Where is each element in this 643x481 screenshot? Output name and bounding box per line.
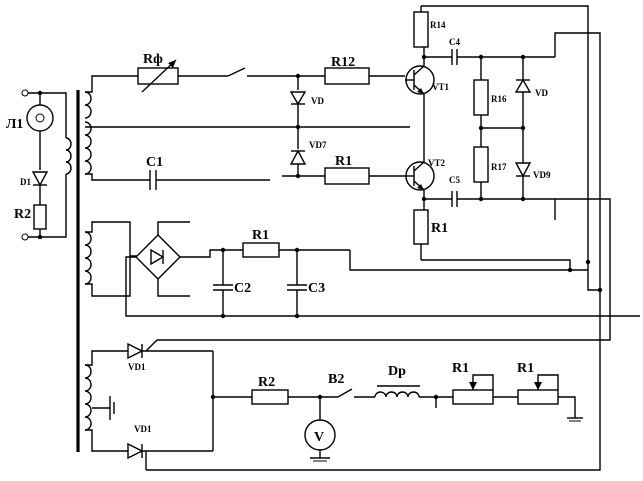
diode-vd-right [514, 78, 532, 93]
terminal-top [21, 89, 29, 97]
rheostat-label: Rф [143, 52, 163, 67]
potentiometer-r1-b [517, 389, 559, 405]
lamp-diode-symbol [31, 171, 49, 187]
diode-vd1-top [127, 342, 144, 360]
lamp-label: Л1 [6, 117, 23, 132]
vd1-bottom-label: VD1 [134, 424, 152, 434]
c4-label: C4 [449, 37, 460, 47]
b2-label: B2 [328, 372, 344, 387]
switch-b2 [337, 388, 353, 398]
output-circuit: VD1 VD1 R2 B2 V Dp R1 [84, 339, 583, 470]
terminal-bottom [21, 233, 29, 241]
vd1-top-label: VD1 [128, 362, 146, 372]
vd7-label: VD7 [309, 140, 327, 150]
lamp-symbol [26, 104, 54, 132]
diode-vd9 [514, 162, 532, 178]
switch-top [227, 67, 246, 77]
r17-label: R17 [491, 162, 507, 172]
c2-label: C2 [234, 281, 251, 296]
resistor-r14 [413, 11, 429, 48]
diode-vd7 [289, 149, 307, 165]
resistor-r12 [324, 67, 370, 85]
r14-label: R14 [430, 20, 446, 30]
drive-circuit: Rф R12 VD VD7 C1 R1 [84, 52, 410, 190]
lamp-diode-label: D1 [20, 177, 31, 187]
dp-label: Dp [388, 364, 406, 379]
resistor-r1-emitter [413, 209, 429, 245]
potentiometer-r1-a [452, 389, 494, 405]
resistor-r16 [473, 79, 489, 116]
inductor-dp [374, 391, 420, 398]
winding-bottom [84, 364, 92, 431]
resistor-r1-mid [324, 167, 370, 185]
lamp-circuit: Л1 D1 R2 [6, 89, 72, 241]
lamp-resistor-label: R2 [14, 207, 31, 222]
bridge-filter: R1 C2 C3 [84, 221, 640, 319]
r2-bottom-label: R2 [258, 375, 275, 390]
r12-label: R12 [331, 55, 355, 70]
r1-pot-a-label: R1 [452, 361, 469, 376]
voltmeter-label: V [314, 430, 324, 445]
c1-label: C1 [146, 155, 163, 170]
diode-vd1-bottom [127, 442, 144, 460]
lamp-coil [65, 137, 72, 175]
winding-top-a [84, 91, 92, 119]
r16-label: R16 [491, 94, 507, 104]
c5-label: C5 [449, 175, 460, 185]
vd-top-label: VD [311, 96, 324, 106]
vt2-label: VT2 [428, 158, 446, 168]
vt1-label: VT1 [432, 82, 450, 92]
transistor-stage: VT1 VT2 R14 R1 C4 C5 [146, 5, 611, 471]
vd-right-label: VD [535, 88, 548, 98]
r1-pot-b-label: R1 [517, 361, 534, 376]
r1-emitter-label: R1 [431, 221, 448, 236]
resistor-r2-bottom [251, 389, 289, 405]
resistor-r17 [473, 146, 489, 183]
c3-label: C3 [308, 281, 325, 296]
resistor-r1-bridge [242, 242, 280, 258]
bridge-rectifier [135, 234, 181, 280]
r1-mid-label: R1 [335, 154, 352, 169]
r1-bridge-label: R1 [252, 228, 269, 243]
lamp-resistor [33, 204, 47, 230]
vd9-label: VD9 [533, 170, 551, 180]
winding-bridge [84, 231, 92, 285]
winding-top-b [84, 121, 92, 175]
diode-vd-top [289, 91, 307, 106]
